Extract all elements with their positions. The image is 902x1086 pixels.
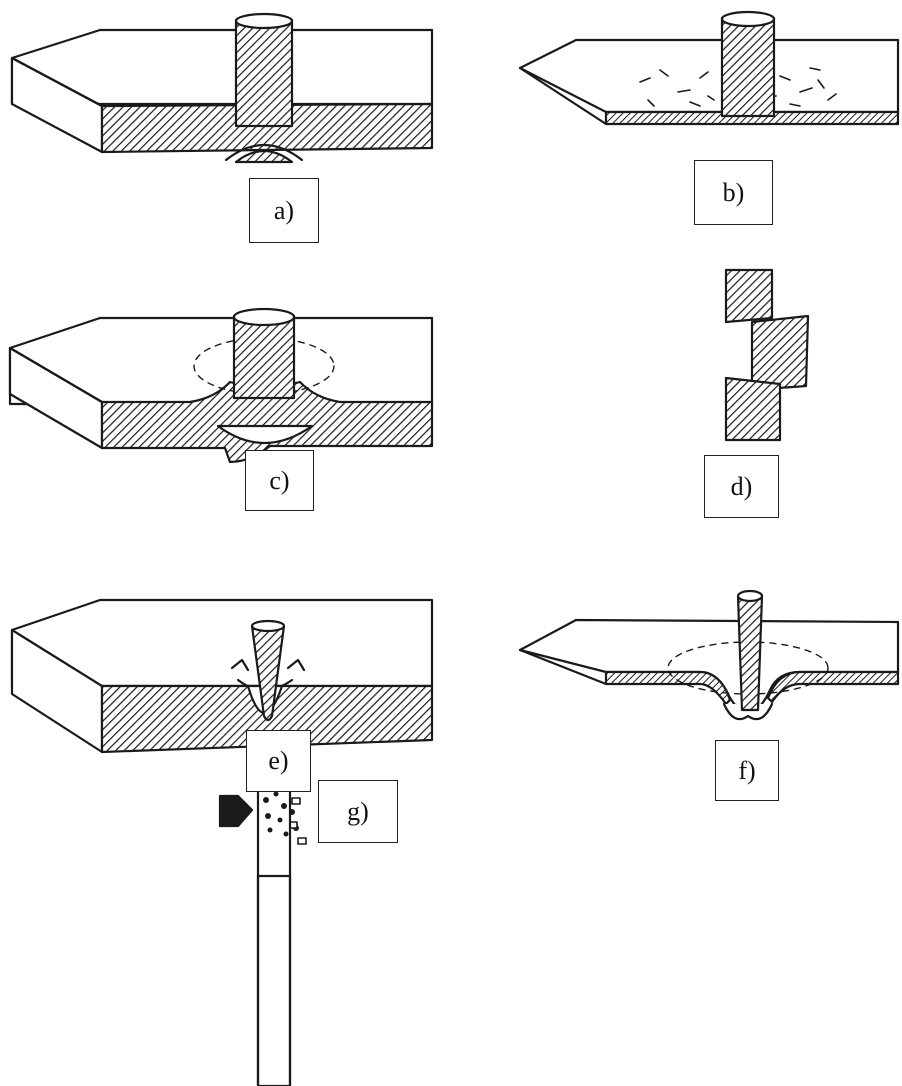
label-e: e) bbox=[246, 730, 311, 792]
label-a: a) bbox=[249, 178, 319, 243]
label-c: c) bbox=[245, 450, 314, 511]
label-g: g) bbox=[318, 780, 398, 843]
figure-d-shear-segments bbox=[724, 268, 810, 442]
figure-e-thick-plate-ductile-hole bbox=[10, 598, 434, 754]
figure-f-thin-plate-petalling bbox=[518, 589, 900, 721]
figure-b-thin-plate-fragmentation bbox=[518, 10, 900, 126]
label-f: f) bbox=[715, 740, 779, 801]
figure-g-vertical-plate-spalling bbox=[218, 778, 307, 1086]
label-b: b) bbox=[694, 160, 773, 225]
label-d: d) bbox=[704, 455, 779, 518]
figure-c-thick-plate-bulging bbox=[8, 307, 434, 464]
figure-a-thick-plate-plugging bbox=[10, 12, 434, 164]
